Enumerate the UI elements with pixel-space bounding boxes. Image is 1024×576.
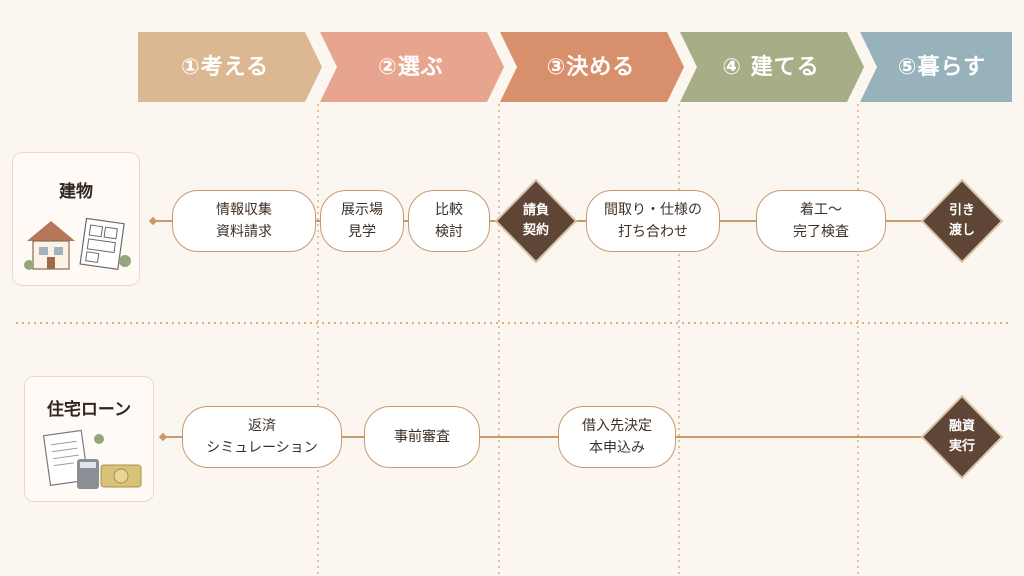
house-icon [24, 217, 131, 270]
loan-line-start-marker [158, 432, 168, 442]
loan-card: 住宅ローン [24, 376, 154, 502]
step-pre-screening-label: 事前審査 [394, 429, 450, 445]
phase-chevron-2 [320, 32, 504, 102]
step-info-gathering: 情報収集 資料請求 [172, 190, 316, 252]
step-floor-plan-meeting-label: 間取り・仕様の 打ち合わせ [604, 202, 702, 240]
step-construction: 着工〜 完了検査 [756, 190, 886, 252]
step-lender-application-label: 借入先決定 本申込み [582, 418, 652, 456]
phase-label-5: ⑤暮らす [897, 55, 987, 80]
step-showroom-visit-label: 展示場 見学 [341, 202, 383, 240]
step-repayment-simulation: 返済 シミュレーション [182, 406, 342, 468]
loan-card-title: 住宅ローン [46, 400, 132, 420]
step-construction-label: 着工〜 完了検査 [793, 202, 849, 240]
milestone-loan-execution-label: 融資 実行 [948, 419, 975, 454]
step-lender-application: 借入先決定 本申込み [558, 406, 676, 468]
step-comparison-label: 比較 検討 [435, 202, 463, 240]
building-card: 建物 [12, 152, 140, 286]
milestone-contract-label: 請負 契約 [522, 203, 549, 238]
step-repayment-simulation-label: 返済 シミュレーション [206, 418, 318, 456]
phase-chevron-1 [138, 32, 322, 102]
step-comparison: 比較 検討 [408, 190, 490, 252]
milestone-diamond-handover [920, 178, 1004, 264]
phase-label-3: ③決める [546, 55, 636, 80]
step-pre-screening: 事前審査 [364, 406, 480, 468]
milestone-diamond-contract [494, 178, 578, 264]
phase-chevron-3 [500, 32, 684, 102]
building-line-start-marker [148, 216, 158, 226]
phase-label-1: ①考える [181, 55, 269, 80]
building-card-title: 建物 [59, 182, 93, 202]
phase-chevron-5 [860, 32, 1012, 102]
step-floor-plan-meeting: 間取り・仕様の 打ち合わせ [586, 190, 720, 252]
phase-label-2: ②選ぶ [378, 55, 444, 80]
phase-boundaries [317, 104, 859, 576]
loan-documents-icon [42, 429, 142, 489]
phase-label-4: ④ 建てる [722, 55, 820, 80]
step-info-gathering-label: 情報収集 資料請求 [216, 202, 272, 240]
phase-chevron-4 [680, 32, 864, 102]
milestone-diamond-loan-execution [920, 394, 1004, 480]
step-showroom-visit: 展示場 見学 [320, 190, 404, 252]
milestone-handover-label: 引き 渡し [948, 203, 975, 238]
